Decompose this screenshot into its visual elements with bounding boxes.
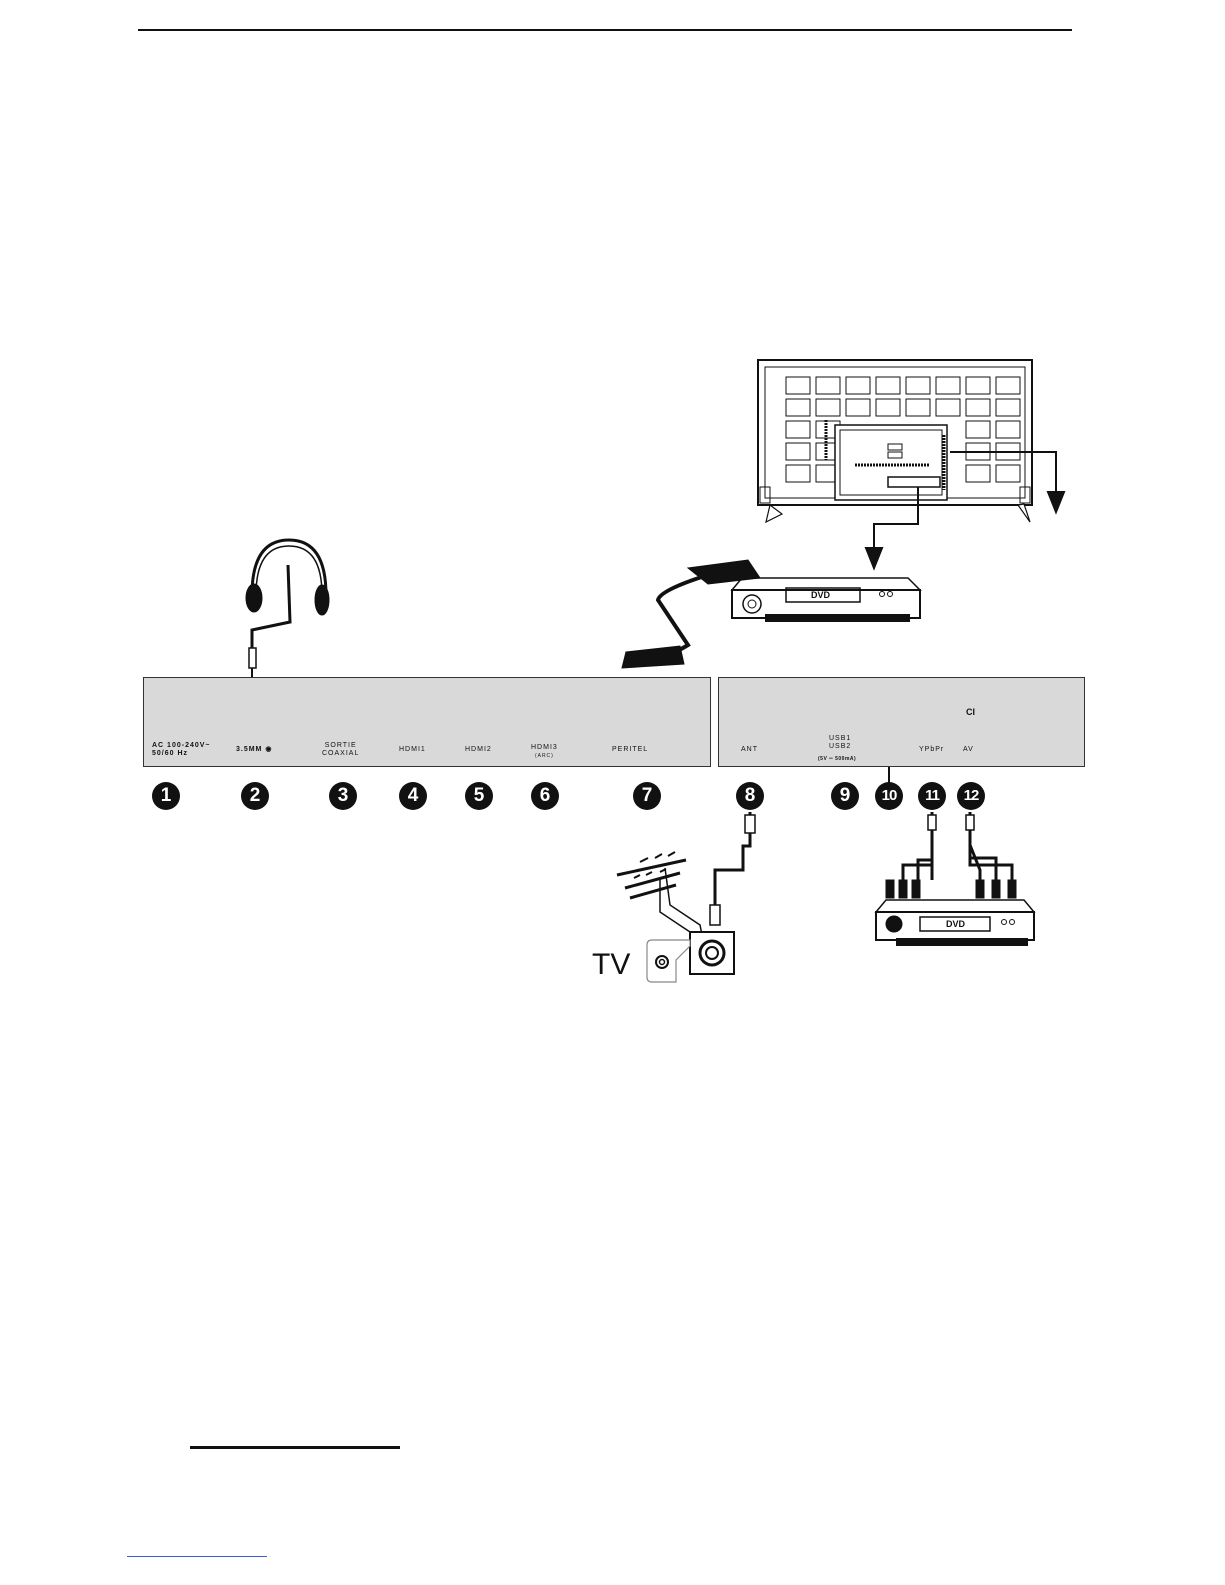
callout-12: 12 [957, 782, 985, 810]
callout-4: 4 [399, 782, 427, 810]
hdmi2-port-label: HDMI2 [465, 746, 492, 754]
bottom-rule [190, 1446, 400, 1449]
wall-socket-icon [647, 932, 734, 982]
callout-7: 7 [633, 782, 661, 810]
callout-10: 10 [875, 782, 903, 810]
usb-port-label: USB1 USB2 [829, 735, 851, 751]
callout-11: 11 [918, 782, 946, 810]
rca-cable-icon [886, 812, 1016, 898]
coaxial-label-line2: COAXIAL [322, 750, 359, 758]
dvd-player-icon [732, 578, 920, 622]
callout-2: 2 [241, 782, 269, 810]
hdmi3-port-label: HDMI3 (ARC) [531, 744, 558, 760]
callout-8: 8 [736, 782, 764, 810]
dvd-bottom-label: DVD [946, 919, 965, 929]
av-port-label: AV [963, 746, 974, 754]
usb1-label: USB1 [829, 735, 851, 743]
power-label: AC 100-240V~ 50/60 Hz [152, 742, 211, 758]
hdmi3-label-line1: HDMI3 [531, 744, 558, 752]
usb-spec-label: (5V ═ 500mA) [818, 755, 856, 763]
ant-port-label: ANT [741, 746, 758, 754]
coaxial-label-line1: SORTIE [322, 742, 359, 750]
ypbpr-port-label: YPbPr [919, 746, 944, 754]
footer-link-underline [127, 1556, 267, 1557]
hdmi3-arc-label: (ARC) [531, 752, 558, 760]
callout-3: 3 [329, 782, 357, 810]
callout-6: 6 [531, 782, 559, 810]
tv-antenna-label: TV [592, 948, 630, 982]
scart-port-label: PERITEL [612, 746, 648, 754]
coaxial-port-label: SORTIE COAXIAL [322, 742, 359, 758]
tv-back-icon [758, 360, 1032, 522]
ci-slot-label: CI [966, 708, 975, 716]
antenna-icon [617, 812, 755, 950]
power-label-line1: AC 100-240V~ [152, 742, 211, 750]
headphone-icon [246, 540, 329, 677]
dvd-top-label: DVD [811, 590, 830, 600]
connector-panel-right [718, 677, 1085, 767]
headphone-port-label: 3.5MM ◉ [236, 746, 272, 754]
headphone-port-text: 3.5MM [236, 746, 262, 753]
headphone-mini-icon: ◉ [265, 746, 272, 753]
callout-1: 1 [152, 782, 180, 810]
callout-9: 9 [831, 782, 859, 810]
usb2-label: USB2 [829, 743, 851, 751]
power-label-line2: 50/60 Hz [152, 750, 211, 758]
hdmi1-port-label: HDMI1 [399, 746, 426, 754]
callout-5: 5 [465, 782, 493, 810]
